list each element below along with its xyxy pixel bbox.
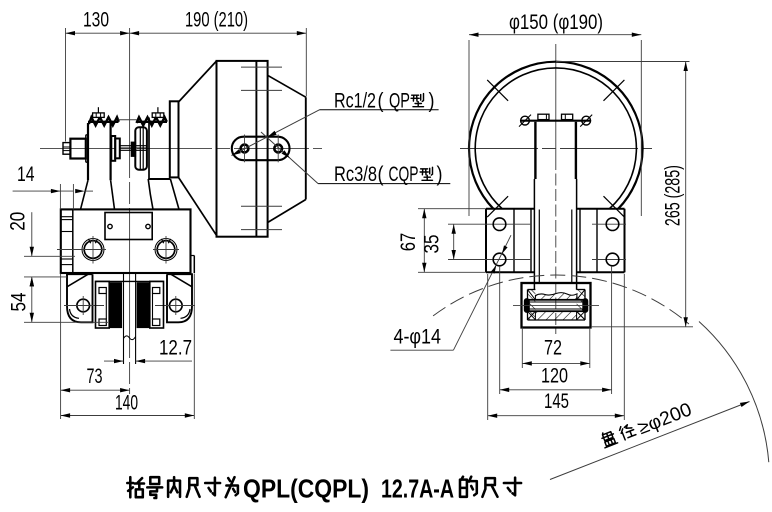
svg-text:12.7: 12.7 — [159, 337, 192, 360]
svg-text:72: 72 — [544, 337, 562, 360]
svg-text:140: 140 — [115, 392, 138, 415]
svg-text:(: ( — [378, 163, 384, 186]
svg-text:20: 20 — [6, 212, 29, 231]
svg-text:QPL(CQPL): QPL(CQPL) — [243, 474, 369, 504]
svg-text:Rc1/2: Rc1/2 — [334, 89, 376, 112]
svg-text:Rc3/8: Rc3/8 — [334, 163, 377, 186]
svg-text:14: 14 — [17, 163, 35, 186]
svg-text:CQP: CQP — [389, 163, 419, 186]
svg-text:(: ( — [378, 89, 384, 112]
svg-text:φ150 (φ190): φ150 (φ190) — [509, 11, 603, 34]
svg-text:130: 130 — [83, 8, 109, 31]
svg-text:): ) — [437, 163, 443, 186]
svg-text:265 (285): 265 (285) — [661, 165, 684, 226]
svg-text:4-φ14: 4-φ14 — [394, 326, 442, 349]
svg-text:QP: QP — [389, 89, 410, 112]
svg-text:120: 120 — [541, 365, 568, 388]
svg-text:12.7A-A: 12.7A-A — [381, 474, 454, 504]
svg-text:35: 35 — [421, 235, 444, 254]
svg-text:54: 54 — [8, 292, 31, 311]
svg-text:190 (210): 190 (210) — [185, 8, 248, 31]
svg-text:73: 73 — [87, 365, 103, 388]
svg-text:145: 145 — [544, 390, 569, 413]
svg-text:): ) — [429, 89, 435, 112]
svg-text:67: 67 — [397, 233, 420, 252]
